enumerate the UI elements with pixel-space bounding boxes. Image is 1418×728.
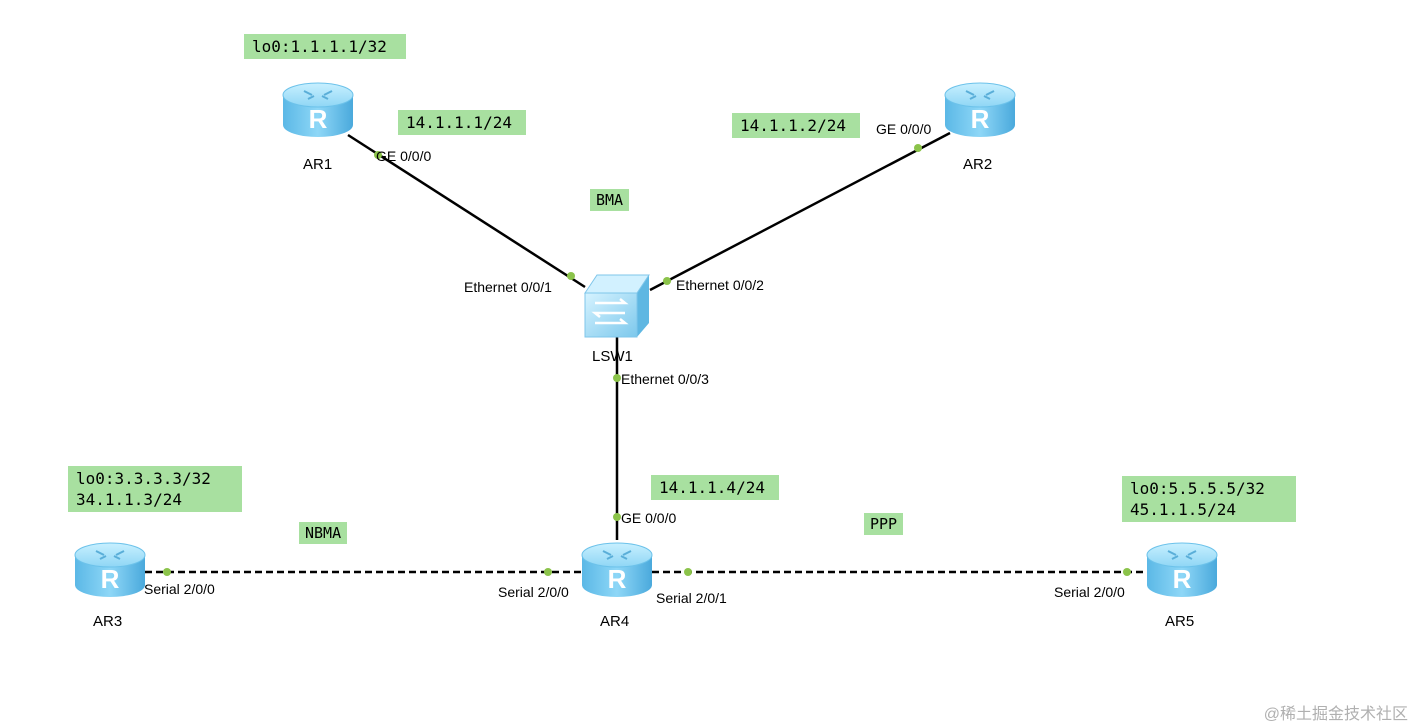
router-ar5-icon[interactable] xyxy=(1146,542,1218,598)
ar2-ge-interface-label: GE 0/0/0 xyxy=(876,121,932,137)
router-ar3-icon[interactable] xyxy=(74,542,146,598)
port-dots xyxy=(163,144,1131,576)
link-ar1-lsw1 xyxy=(347,133,586,289)
ar5-serial-interface-label: Serial 2/0/0 xyxy=(1054,584,1125,600)
ar1-loopback-label: lo0:1.1.1.1/32 xyxy=(244,34,406,59)
ar1-name-label: AR1 xyxy=(303,156,333,173)
lsw1-eth2-interface-label: Ethernet 0/0/2 xyxy=(676,277,764,293)
ar1-ge-interface-label: GE 0/0/0 xyxy=(376,148,432,164)
lsw1-name-label: LSW1 xyxy=(592,348,633,365)
ar4-serial0-interface-label: Serial 2/0/0 xyxy=(498,584,569,600)
lsw1-eth1-interface-label: Ethernet 0/0/1 xyxy=(464,279,552,295)
router-ar4-icon[interactable] xyxy=(581,542,653,598)
ar3-name-label: AR3 xyxy=(93,613,123,630)
ar2-ge-address-label: 14.1.1.2/24 xyxy=(732,113,860,138)
ar3-address-label: lo0:3.3.3.3/32 34.1.1.3/24 xyxy=(68,466,242,512)
ar1-ge-address-label: 14.1.1.1/24 xyxy=(398,110,526,135)
nbma-network-label: NBMA xyxy=(299,522,348,544)
ar5-name-label: AR5 xyxy=(1165,613,1195,630)
ar2-name-label: AR2 xyxy=(963,156,993,173)
watermark-text: @稀土掘金技术社区 xyxy=(1263,706,1408,723)
router-ar2-icon[interactable] xyxy=(944,82,1016,138)
ppp-network-label: PPP xyxy=(864,513,904,535)
ar4-ge-address-label: 14.1.1.4/24 xyxy=(651,475,779,500)
ar3-serial-interface-label: Serial 2/0/0 xyxy=(144,581,215,597)
router-ar1-icon[interactable] xyxy=(282,82,354,138)
ar4-serial1-interface-label: Serial 2/0/1 xyxy=(656,590,727,606)
switch-lsw1-icon[interactable] xyxy=(584,274,650,338)
link-ar2-lsw1 xyxy=(649,131,951,292)
ar4-name-label: AR4 xyxy=(600,613,630,630)
ar5-address-label: lo0:5.5.5.5/32 45.1.1.5/24 xyxy=(1122,476,1296,522)
bma-network-label: BMA xyxy=(590,189,630,211)
lsw1-eth3-interface-label: Ethernet 0/0/3 xyxy=(621,371,709,387)
ar4-ge-interface-label: GE 0/0/0 xyxy=(621,510,677,526)
